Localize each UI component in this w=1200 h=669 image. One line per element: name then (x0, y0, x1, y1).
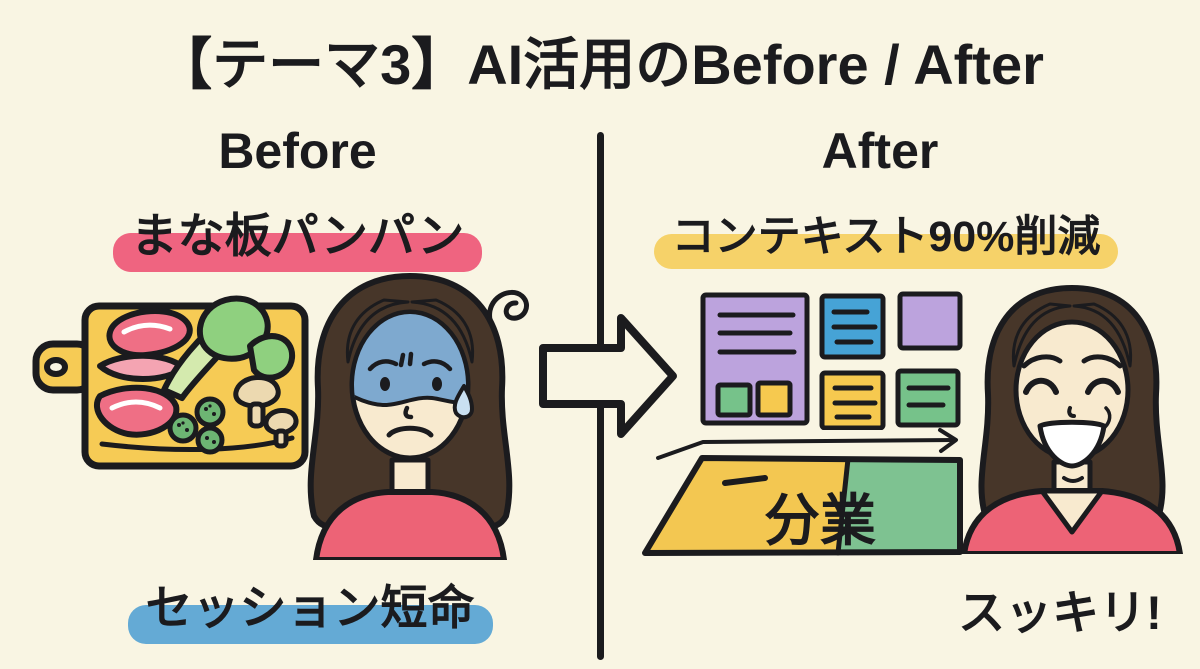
stressed-woman-illustration (307, 273, 529, 560)
meat-marbling-1 (121, 322, 173, 335)
yellow-highlight-bar (653, 234, 1119, 269)
before-problem-top-inner: まな板パンパン (112, 197, 483, 272)
card-blue-text-lines (831, 309, 878, 345)
task-cards-illustration (700, 291, 963, 430)
meat-steak-top (106, 308, 193, 359)
meat-marbling-2 (109, 399, 163, 411)
shirt (313, 489, 507, 560)
card-large-text-lines (717, 312, 797, 355)
banner-green-section (838, 459, 960, 553)
bangs-right (1072, 302, 1133, 368)
before-heading: Before (218, 123, 377, 179)
after-benefit-top-text: コンテキスト90%削減 (671, 213, 1101, 261)
card-large-yellow-square (755, 380, 793, 418)
card-green (895, 368, 961, 428)
mushrooms (233, 375, 299, 449)
transition-arrow-icon (539, 314, 677, 438)
vneck-chest (1039, 488, 1105, 535)
card-large-green-square (715, 382, 753, 418)
pink-highlight-bar (112, 232, 483, 272)
sweat-drop (452, 384, 474, 420)
before-problem-top: まな板パンパン (0, 197, 595, 272)
after-caption: スッキリ! (958, 586, 1162, 639)
before-problem-bottom-text: セッション短命 (145, 581, 475, 634)
after-benefit-top: コンテキスト90%削減 (610, 202, 1162, 269)
cucumber-slices (167, 396, 226, 455)
worried-face-features (367, 351, 453, 438)
division-banner-label: 分業 (764, 489, 876, 552)
eye-right (432, 377, 442, 391)
blue-highlight-bar (127, 604, 493, 644)
before-problem-bottom: セッション短命 (0, 569, 620, 644)
stress-scribble (487, 289, 529, 323)
banner-dash-mark (722, 475, 768, 486)
open-smile (1037, 419, 1107, 469)
happy-woman-illustration (961, 285, 1183, 554)
after-heading: After (821, 123, 939, 179)
banner-outline (642, 455, 963, 556)
card-yellow-text-lines (832, 385, 878, 420)
page-title: 【テーマ3】AI活用のBefore / After (156, 33, 1044, 96)
bangs-left (1011, 302, 1072, 368)
eye-left (380, 377, 390, 391)
after-benefit-top-inner: コンテキスト90%削減 (653, 202, 1119, 269)
card-green-text-lines (906, 385, 951, 408)
meat-steak-bottom (93, 384, 180, 438)
flow-arrow-line (656, 438, 957, 460)
cutting-board-illustration (32, 295, 309, 470)
card-small-purple (897, 291, 963, 351)
banner-yellow-section (645, 458, 848, 553)
happy-face-features (1021, 354, 1123, 483)
division-banner-illustration (642, 428, 963, 556)
before-problem-top-text: まな板パンパン (130, 209, 465, 262)
flow-arrow-head (938, 428, 958, 453)
bangs-left (345, 298, 410, 364)
before-problem-bottom-inner: セッション短命 (127, 569, 493, 644)
bangs-right (410, 298, 475, 364)
banner-section-divider (835, 456, 851, 556)
handle-hole (44, 357, 68, 377)
